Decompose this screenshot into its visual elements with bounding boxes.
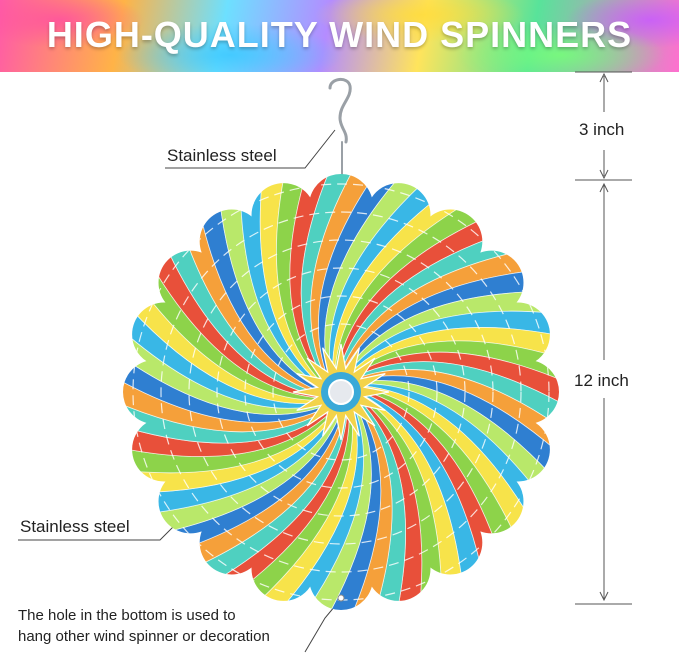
bottom-hole <box>337 594 345 602</box>
spinner-ring <box>160 211 522 573</box>
bottom-hole-note-line2: hang other wind spinner or decoration <box>18 628 270 645</box>
bottom-hole-note: The hole in the bottom is used to hang o… <box>18 605 270 647</box>
body-material-label: Stainless steel <box>20 517 130 536</box>
header-banner: HIGH-QUALITY WIND SPINNERS <box>0 0 679 72</box>
hook-length-label: 3 inch <box>579 120 625 139</box>
dimension-lines <box>575 71 632 605</box>
spinner-ring <box>188 239 494 545</box>
wind-spinner-image <box>123 174 559 610</box>
banner-title: HIGH-QUALITY WIND SPINNERS <box>46 14 633 55</box>
hook-material-label: Stainless steel <box>167 146 277 165</box>
spinner-bead <box>328 379 354 405</box>
spinner-ring <box>272 323 410 461</box>
bottom-hole-note-line1: The hole in the bottom is used to <box>18 607 236 624</box>
spinner-diameter-label: 12 inch <box>574 371 629 390</box>
spinner-ring <box>244 295 438 489</box>
spinner-ring <box>216 267 466 517</box>
